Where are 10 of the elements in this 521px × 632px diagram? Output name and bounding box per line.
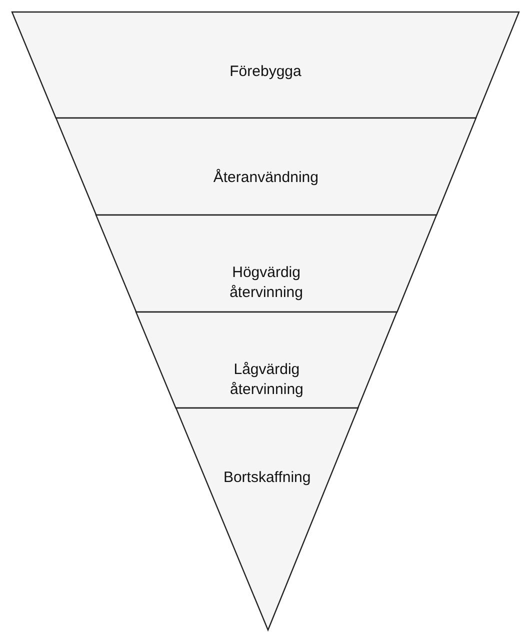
- tier-label: Högvärdig återvinning: [228, 263, 304, 303]
- pyramid-tier: [176, 408, 358, 630]
- pyramid-tier: [96, 215, 437, 312]
- pyramid-tier: [136, 312, 398, 408]
- tier-label: Återanvändning: [212, 168, 320, 188]
- tier-label: Lågvärdig återvinning: [229, 360, 304, 400]
- tier-label: Bortskaffning: [222, 468, 312, 488]
- tier-label: Förebygga: [228, 62, 302, 82]
- pyramid-tier: [56, 118, 476, 215]
- pyramid-tier: [12, 12, 519, 118]
